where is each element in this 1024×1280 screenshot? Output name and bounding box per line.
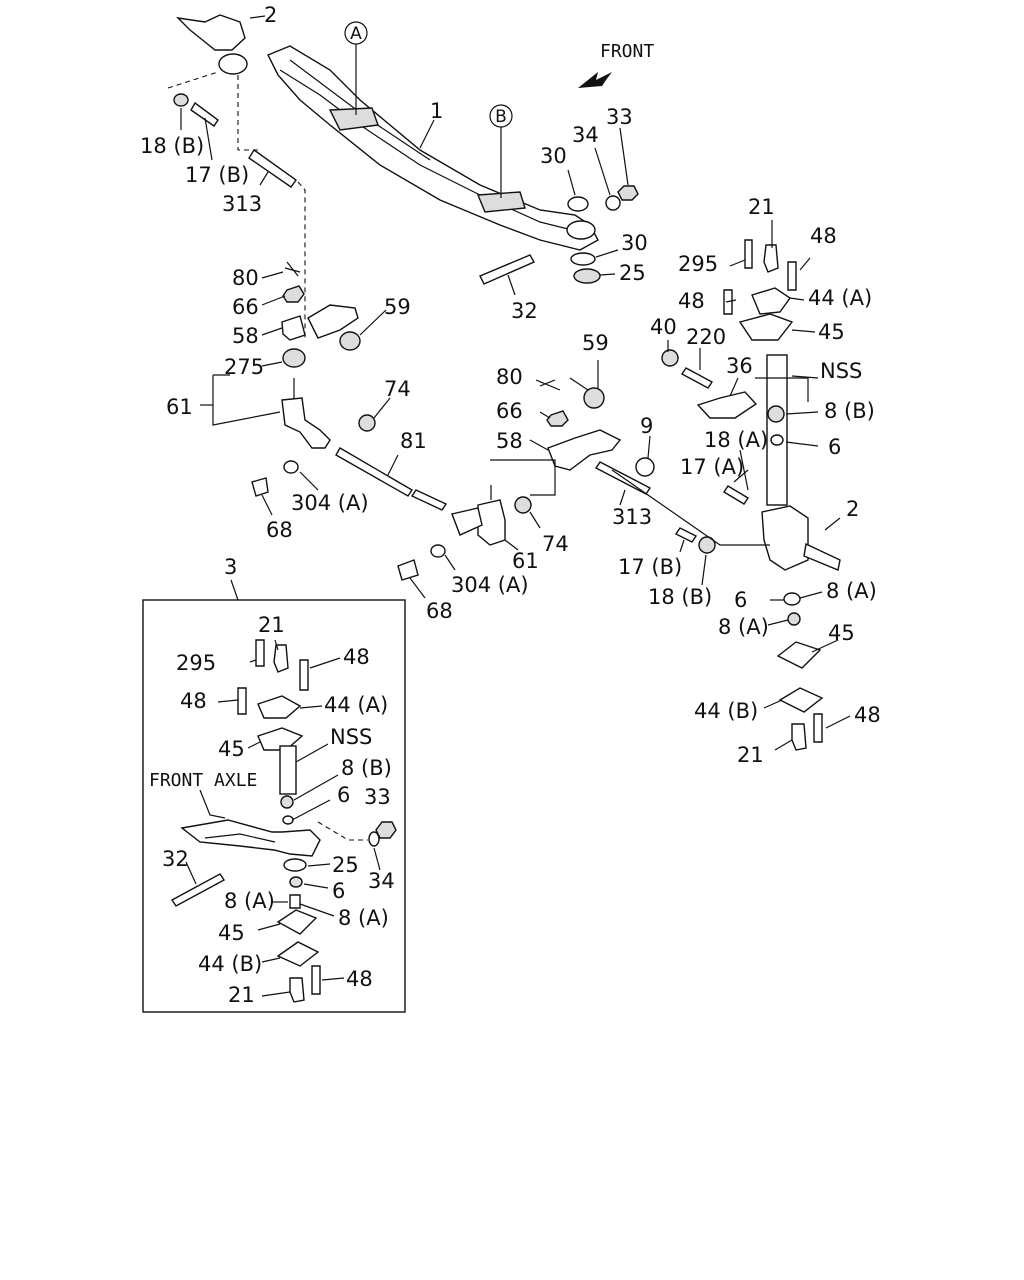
label-58-mid: 58: [496, 429, 523, 453]
label-17b-top: 17 (B): [185, 163, 249, 187]
inset-label-nss: NSS: [330, 725, 372, 749]
label-80-mid: 80: [496, 365, 523, 389]
inset-label-44b: 44 (B): [198, 952, 262, 976]
label-18b-right: 18 (B): [648, 585, 712, 609]
inset-label-295: 295: [176, 651, 216, 675]
label-45-right-low: 45: [828, 621, 855, 645]
inset-label-48-c: 48: [346, 967, 373, 991]
inset-label-48-a: 48: [343, 645, 370, 669]
label-58-left: 58: [232, 324, 259, 348]
label-8b-right: 8 (B): [824, 399, 875, 423]
label-44a-right: 44 (A): [808, 286, 872, 310]
svg-text:A: A: [350, 24, 362, 44]
svg-text:B: B: [495, 107, 507, 127]
label-61-mid: 61: [512, 549, 539, 573]
inset-label-6-a: 6: [337, 783, 350, 807]
label-34-top: 34: [572, 123, 599, 147]
inset-label-25: 25: [332, 853, 359, 877]
inset-label-6-b: 6: [332, 879, 345, 903]
label-66-left: 66: [232, 295, 259, 319]
label-21-right-low: 21: [737, 743, 764, 767]
inset-label-8b: 8 (B): [341, 756, 392, 780]
label-18a-right: 18 (A): [704, 428, 768, 452]
inset-box: 3: [142, 555, 406, 1013]
label-21-right: 21: [748, 195, 775, 219]
inset-label-front-axle: FRONT AXLE: [149, 770, 257, 791]
label-45-right: 45: [818, 320, 845, 344]
label-nss-right: NSS: [820, 359, 862, 383]
reference-b: B: [489, 104, 513, 198]
label-66-mid: 66: [496, 399, 523, 423]
left-upper-small-parts: [167, 71, 306, 340]
label-9: 9: [640, 414, 653, 438]
label-44b-right: 44 (B): [694, 699, 758, 723]
inset-label-48-b: 48: [180, 689, 207, 713]
label-6-right-low: 6: [734, 588, 747, 612]
label-80-left: 80: [232, 266, 259, 290]
beam-end-parts: [479, 127, 639, 296]
label-59-mid: 59: [582, 331, 609, 355]
label-3: 3: [224, 555, 237, 579]
label-220: 220: [686, 325, 726, 349]
right-knuckle: [611, 220, 851, 751]
left-knuckle: [176, 14, 266, 75]
label-17b-right: 17 (B): [618, 555, 682, 579]
label-304a-mid: 304 (A): [451, 573, 529, 597]
label-81: 81: [400, 429, 427, 453]
inset-label-21-b: 21: [228, 983, 255, 1007]
reference-a: A: [344, 21, 368, 115]
inset-label-8a-b: 8 (A): [338, 906, 389, 930]
label-1: 1: [430, 99, 443, 123]
label-48-right-low: 48: [854, 703, 881, 727]
label-295-right: 295: [678, 252, 718, 276]
label-48-right-top: 48: [810, 224, 837, 248]
inset-label-45-a: 45: [218, 737, 245, 761]
label-25-top: 25: [619, 261, 646, 285]
label-2-top: 2: [264, 3, 277, 27]
svg-text:FRONT: FRONT: [600, 41, 654, 62]
label-18b-top: 18 (B): [140, 134, 204, 158]
label-48-right-mid: 48: [678, 289, 705, 313]
label-68-mid: 68: [426, 599, 453, 623]
inset-label-32: 32: [162, 847, 189, 871]
label-33-top: 33: [606, 105, 633, 129]
label-59-left: 59: [384, 295, 411, 319]
label-36: 36: [726, 354, 753, 378]
label-313-top: 313: [222, 192, 262, 216]
label-30-b: 30: [621, 231, 648, 255]
label-17a-right: 17 (A): [680, 455, 744, 479]
front-arrow: FRONT: [578, 41, 654, 88]
inset-label-44a: 44 (A): [324, 693, 388, 717]
label-6-right: 6: [828, 435, 841, 459]
inset-label-21: 21: [258, 613, 285, 637]
inset-label-33: 33: [364, 785, 391, 809]
label-275: 275: [224, 355, 264, 379]
label-32-top: 32: [511, 299, 538, 323]
label-40: 40: [650, 315, 677, 339]
label-2-right: 2: [846, 497, 859, 521]
label-68-left: 68: [266, 518, 293, 542]
label-8a-right-2: 8 (A): [718, 615, 769, 639]
axle-beam: [267, 45, 599, 251]
left-steering-arm: [200, 261, 448, 516]
label-313-mid: 313: [612, 505, 652, 529]
label-30-a: 30: [540, 144, 567, 168]
label-74-mid: 74: [542, 532, 569, 556]
inset-label-45-b: 45: [218, 921, 245, 945]
label-8a-right-1: 8 (A): [826, 579, 877, 603]
inset-label-34: 34: [368, 869, 395, 893]
label-61-left: 61: [166, 395, 193, 419]
label-304a-left: 304 (A): [291, 491, 369, 515]
label-74-left: 74: [384, 377, 411, 401]
inset-label-8a-a: 8 (A): [224, 889, 275, 913]
